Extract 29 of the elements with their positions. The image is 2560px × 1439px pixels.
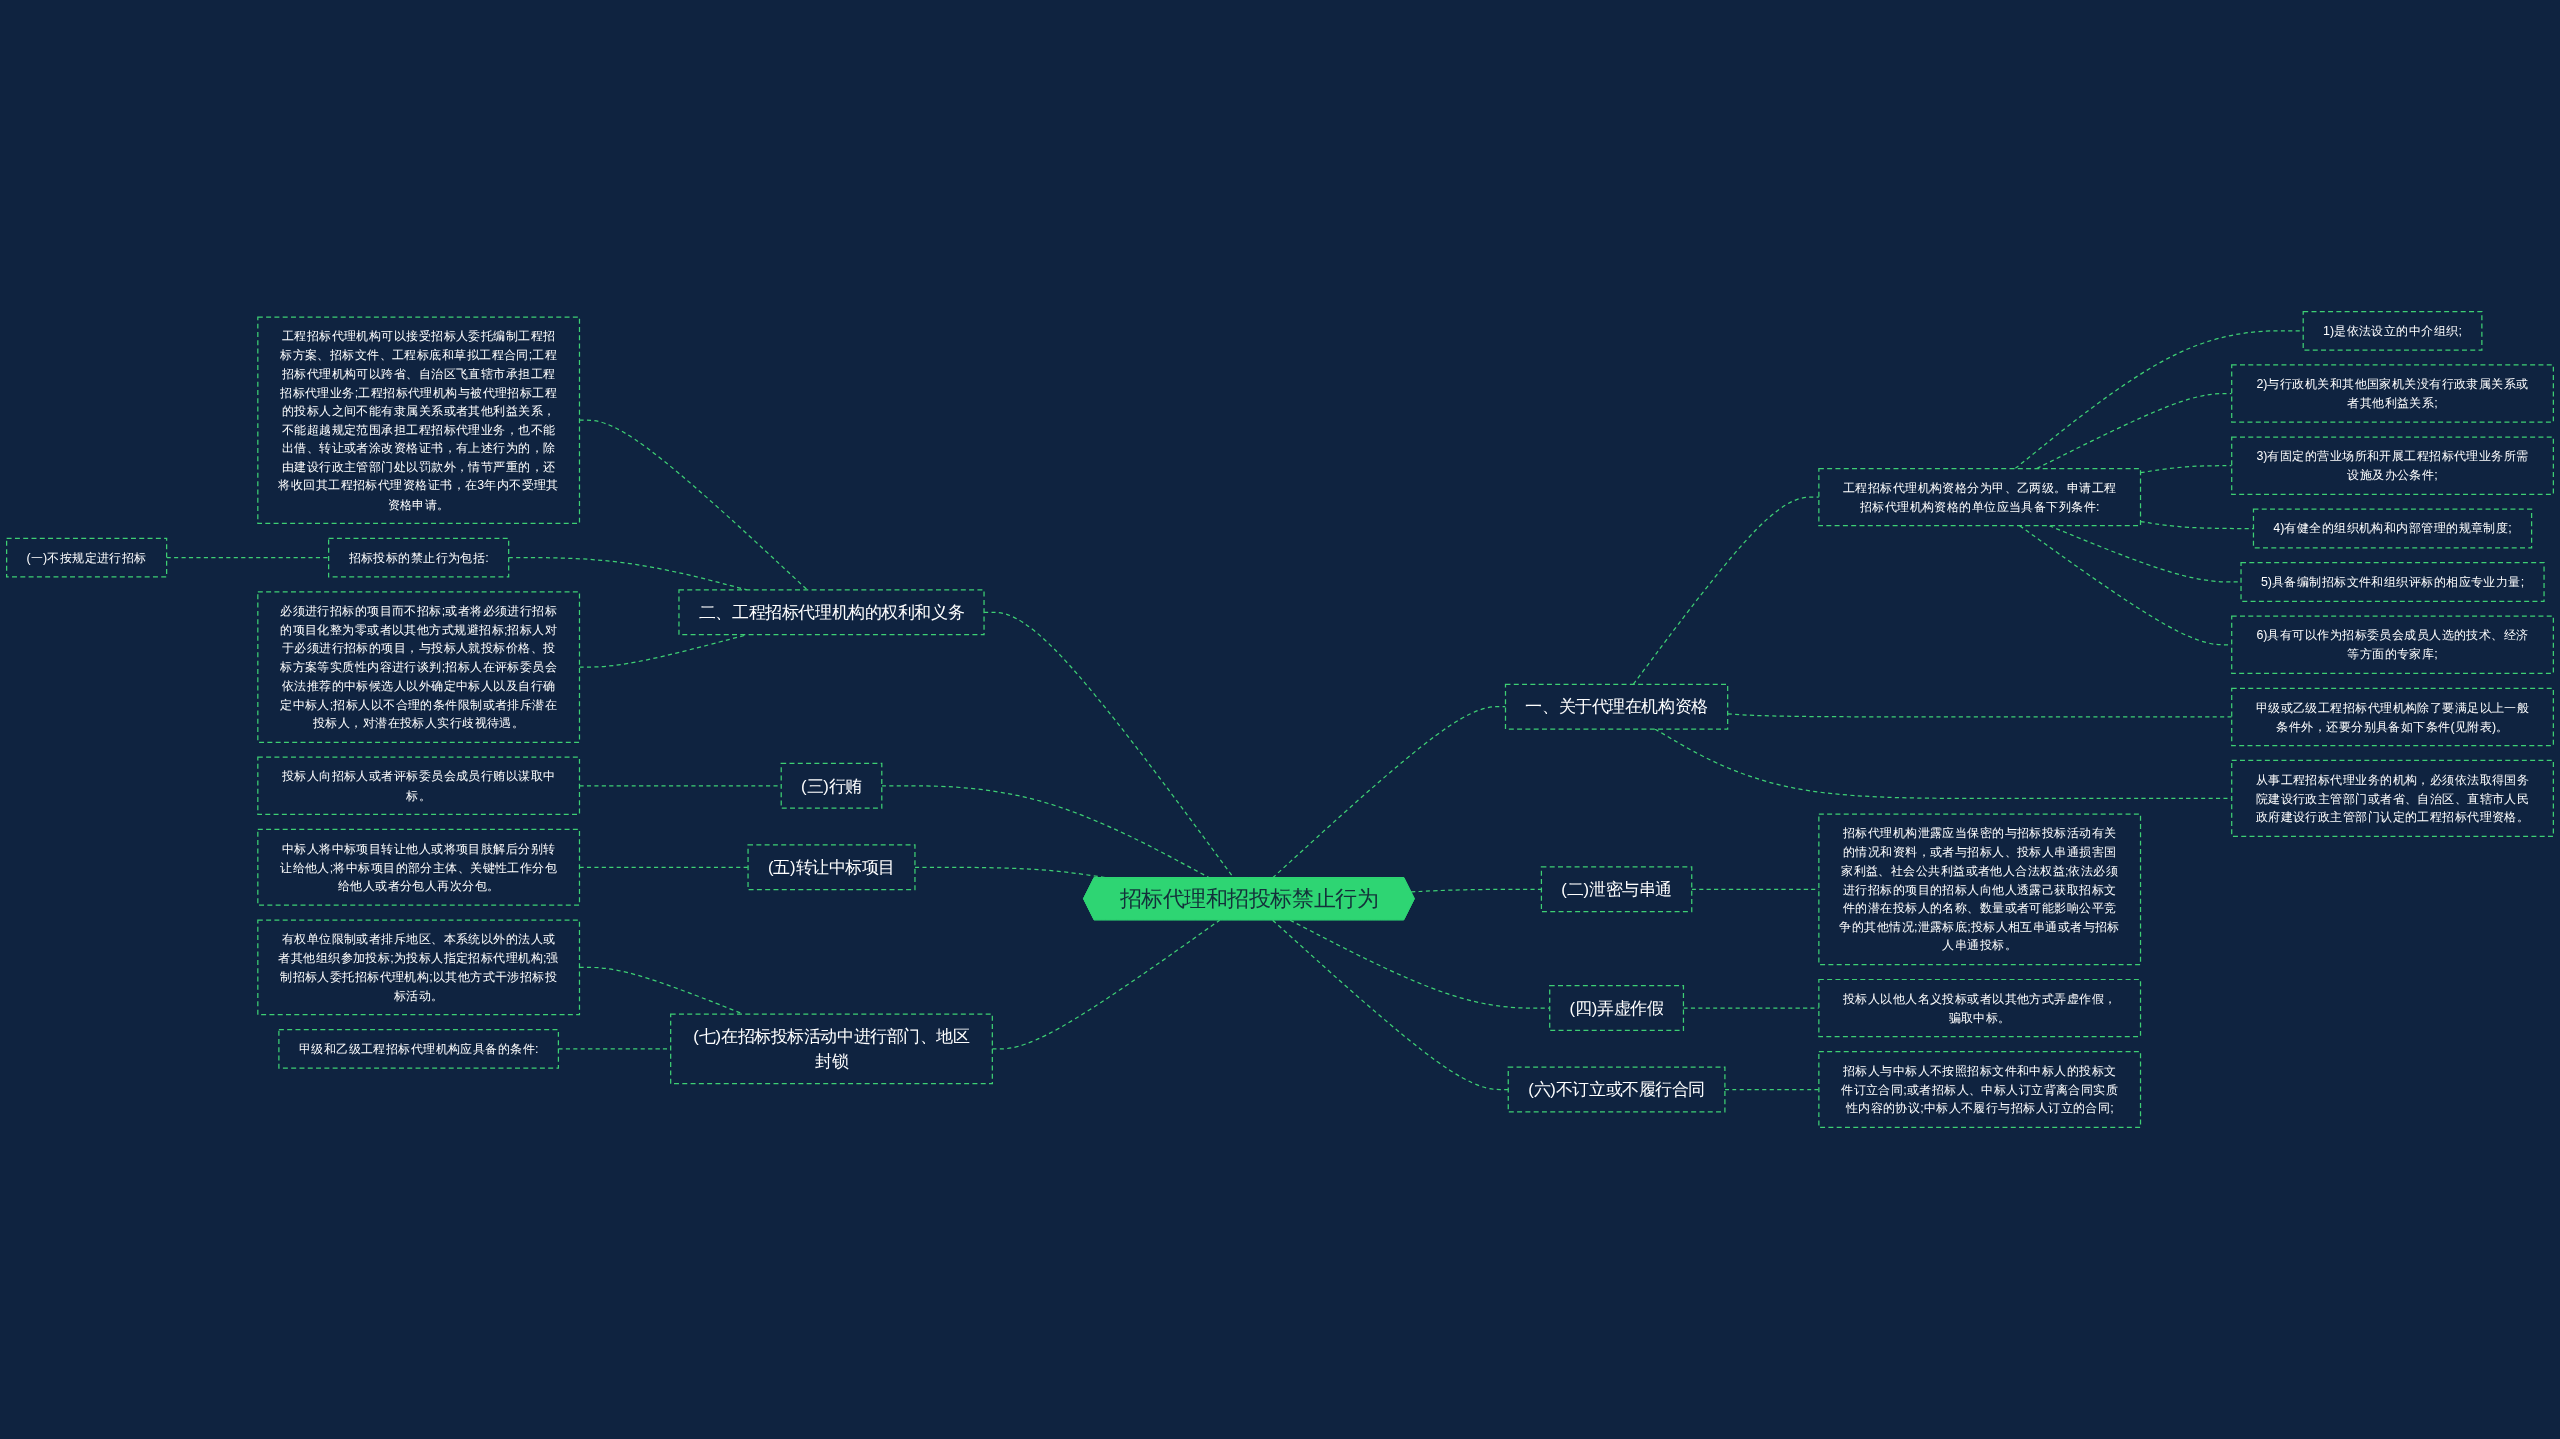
node-box: (四)弄虚作假 [1549,985,1685,1032]
node-box: 一、关于代理在机构资格 [1504,683,1729,730]
node-box: 投标人向招标人或者评标委员会成员行贿以谋取中标。 [257,756,581,816]
node-box: 5)具备编制招标文件和组织评标的相应专业力量; [2240,562,2545,602]
node-box: 有权单位限制或者排斥地区、本系统以外的法人或者其他组织参加投标;为投标人指定招标代理机构;强制招标人委托招标代理机构;以其他方式干涉招标投标活动。 [257,919,581,1016]
node-box: (七)在招标投标活动中进行部门、地区封锁 [670,1013,993,1085]
node-box: (三)行贿 [780,762,883,809]
node-box: (五)转让中标项目 [747,844,916,891]
node-box: 甲级和乙级工程招标代理机构应具备的条件: [278,1028,560,1069]
connector [1272,919,1509,1091]
node-box: (六)不订立或不履行合同 [1507,1066,1726,1113]
node-box: 招标代理机构泄露应当保密的与招标投标活动有关的情况和资料，或者与招标人、投标人串通损害国家利益、社会公共利益或者他人合法权益;依法必须进行招标的项目的招标人向他人透露己获取招标文件的潜在投标人的名称、数量或者可能影响公平竞争的其他情况;泄露标底;投标人相互串通或者与招标人串通投标。 [1818,813,2142,966]
node-box: 甲级或乙级工程招标代理机构除了要满足以上一般条件外，还要分别具备如下条件(见附表)。 [2231,687,2554,747]
node-box: 投标人以他人名义投标或者以其他方式弄虚作假，骗取中标。 [1818,978,2142,1038]
node-box: 2)与行政机关和其他国家机关没有行政隶属关系或者其他利益关系; [2231,364,2554,423]
node-box: 中标人将中标项目转让他人或将项目肢解后分别转让给他人;将中标项目的部分主体、关键性工作分包给他人或者分包人再次分包。 [257,828,581,906]
node-box: (二)泄密与串通 [1540,866,1693,913]
node-box: 从事工程招标代理业务的机构，必须依法取得国务院建设行政主管部门或者省、自治区、直辖市人民政府建设行政主管部门认定的工程招标代理资格。 [2231,759,2554,837]
node-box: (一)不按规定进行招标 [6,537,168,578]
node-box: 工程招标代理机构可以接受招标人委托编制工程招标方案、招标文件、工程标底和草拟工程合同;工程招标代理机构可以跨省、自治区飞直辖市承担工程招标代理业务;工程招标代理机构与被代理招标工程的投标人之间不能有隶属关系或者其他利益关系，不能超越规定范围承担工程招标代理业务，也不能出借、转让或者涂改资格证书，有上述行为的，除由建设行政主管部门处以罚款外，情节严重的，还将收回其工程招标代理资格证书，在3年内不受理其资格申请。 [257,316,581,525]
node-box: 3)有固定的营业场所和开展工程招标代理业务所需设施及办公条件; [2231,436,2554,495]
node-box: 4)有健全的组织机构和内部管理的规章制度; [2252,508,2533,549]
node-box: 招标投标的禁止行为包括: [328,537,510,578]
node-box: 工程招标代理机构资格分为甲、乙两级。申请工程招标代理机构资格的单位应当具备下列条件: [1818,467,2142,527]
node-box: 招标人与中标人不按照招标文件和中标人的投标文件订立合同;或者招标人、中标人订立背离合同实质性内容的协议;中标人不履行与招标人订立的合同; [1818,1051,2142,1129]
node-box: 1)是依法设立的中介组织; [2302,310,2483,351]
node-box: 必须进行招标的项目而不招标;或者将必须进行招标的项目化整为零或者以其他方式规避招标;招标人对于必须进行招标的项目，与投标人就投标价格、投标方案等实质性内容进行谈判;招标人在评标委员会依法推荐的中标候选人以外确定中标人以及自行确定中标人;招标人以不合理的条件限制或者排斥潜在投标人，对潜在投标人实行歧视待遇。 [257,591,581,743]
node-box: 二、工程招标代理机构的权利和义务 [678,589,985,636]
node-box: 6)具有可以作为招标委员会成员人选的技术、经济等方面的专家库; [2231,615,2554,674]
